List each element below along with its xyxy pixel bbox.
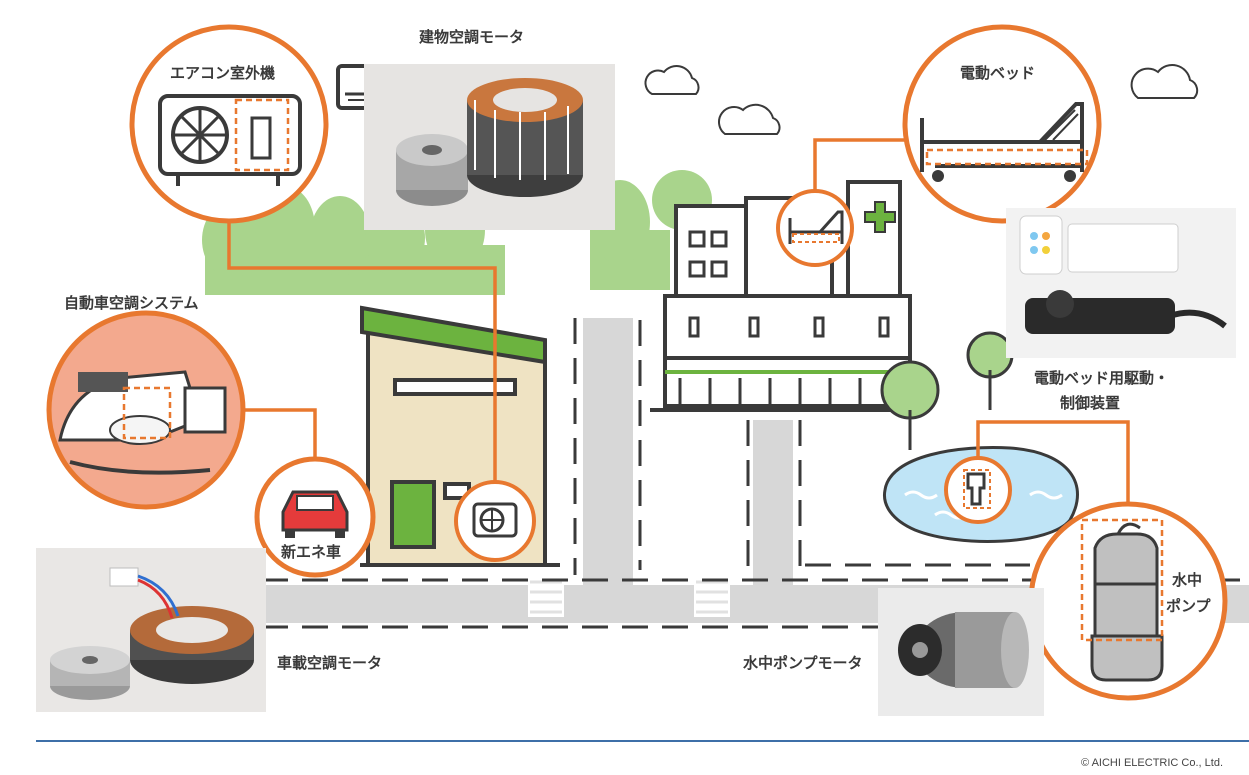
ac-outdoor-unit-label: エアコン室外機 (170, 64, 276, 82)
building-ac-motor-photo (364, 64, 615, 230)
building-ac-motor-label: 建物空調モータ (419, 28, 525, 46)
submersible-pump-motor-label: 水中ポンプモータ (743, 654, 863, 672)
new-energy-vehicle-callout (254, 456, 376, 578)
connector-lines (213, 138, 1130, 502)
hospital-bed-marker (776, 189, 854, 267)
ac-outdoor-unit-callout (129, 24, 329, 224)
park-trees (880, 331, 1014, 450)
electric-bed-label: 電動ベッド (960, 64, 1036, 82)
clouds (644, 64, 1199, 135)
submersible-pump-label-1: 水中 (1172, 571, 1203, 589)
submersible-pump-motor-photo (878, 588, 1044, 716)
car-ac-system-callout (46, 310, 246, 510)
copyright-notice: © AICHI ELECTRIC Co., Ltd. (1081, 757, 1223, 769)
bed-drive-control-label-1: 電動ベッド用駆動・ (1034, 369, 1170, 387)
vehicle-ac-motor-label: 車載空調モータ (277, 654, 383, 672)
submersible-pump-label-2: ポンプ (1166, 597, 1211, 615)
pond-pump-marker (944, 456, 1012, 524)
bed-drive-control-label-2: 制御装置 (1060, 394, 1121, 412)
vehicle-ac-motor-photo (36, 548, 266, 712)
house-ac-unit-marker (454, 480, 536, 562)
bed-drive-control-photo (1006, 208, 1236, 358)
submersible-pump-callout (1028, 501, 1228, 701)
new-energy-vehicle-label: 新エネ車 (281, 543, 342, 561)
car-ac-system-label: 自動車空調システム (64, 294, 199, 312)
electric-bed-callout (902, 24, 1102, 224)
